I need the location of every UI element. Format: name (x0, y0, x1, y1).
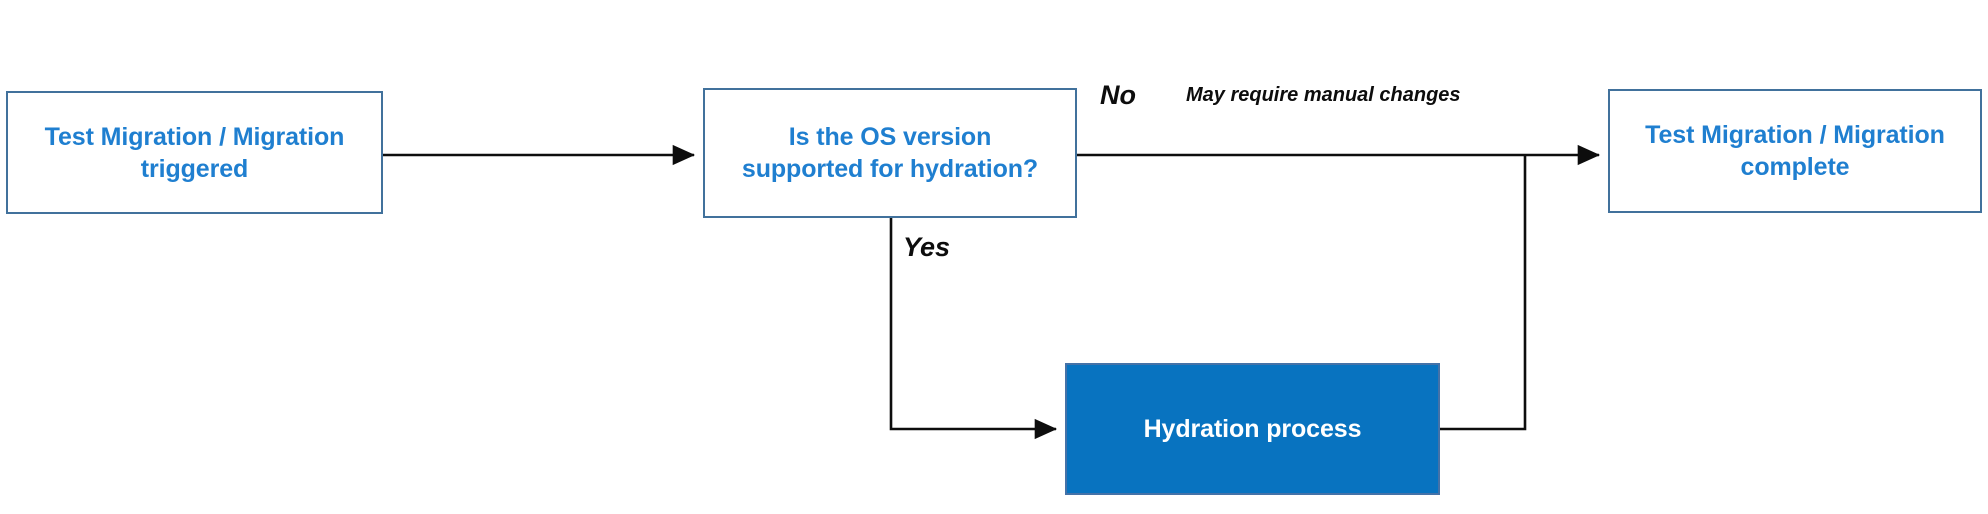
node-decision-os-supported[interactable]: Is the OS version supported for hydratio… (703, 88, 1077, 218)
node-complete[interactable]: Test Migration / Migration complete (1608, 89, 1982, 213)
node-decision-label: Is the OS version supported for hydratio… (741, 123, 1039, 183)
node-hydration-label: Hydration process (1143, 415, 1362, 443)
node-complete-label: Test Migration / Migration complete (1645, 121, 1945, 181)
edge-label-yes: Yes (903, 232, 951, 262)
node-start-label: Test Migration / Migration triggered (44, 122, 345, 183)
node-start[interactable]: Test Migration / Migration triggered (6, 91, 383, 214)
edge-label-no: No (1100, 80, 1136, 110)
node-hydration-process[interactable]: Hydration process (1065, 363, 1440, 495)
connector-hydration-to-complete (1440, 156, 1527, 431)
edge-label-manual-changes-note: May require manual changes (1186, 84, 1461, 106)
